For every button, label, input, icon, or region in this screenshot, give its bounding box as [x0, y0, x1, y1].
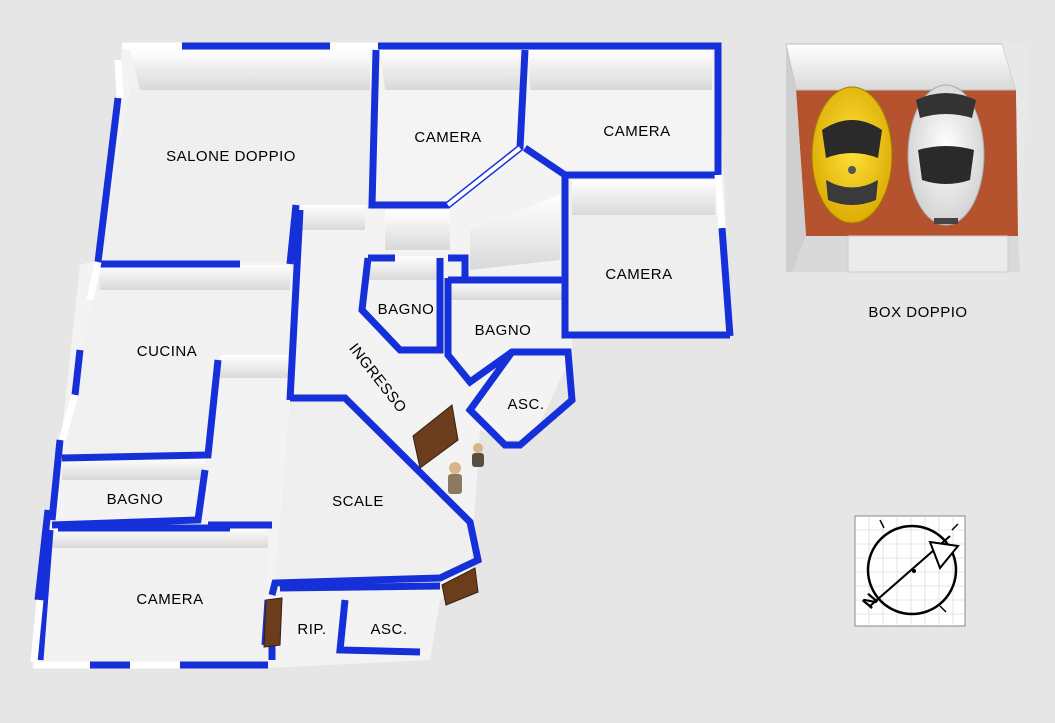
label-asc-1: ASC. [507, 396, 544, 413]
compass: N [854, 515, 966, 627]
garage [785, 43, 1030, 273]
label-salone: SALONE DOPPIO [166, 148, 296, 165]
label-camera-right: CAMERA [605, 266, 672, 283]
label-camera-top-2: CAMERA [603, 123, 670, 140]
people-figures [448, 443, 484, 494]
wall-faces [52, 50, 715, 548]
label-camera-bottom: CAMERA [136, 591, 203, 608]
label-rip: RIP. [297, 621, 326, 638]
label-bagno-left: BAGNO [107, 491, 164, 508]
label-asc-2: ASC. [370, 621, 407, 638]
white-car [907, 84, 985, 226]
label-camera-top-1: CAMERA [414, 129, 481, 146]
label-cucina: CUCINA [137, 343, 198, 360]
window-walls [30, 42, 726, 669]
garage-label: BOX DOPPIO [868, 304, 967, 321]
label-scale: SCALE [332, 493, 384, 510]
label-bagno-center-2: BAGNO [475, 322, 532, 339]
doors [263, 404, 479, 648]
yellow-car [811, 86, 893, 224]
label-bagno-center-1: BAGNO [378, 301, 435, 318]
